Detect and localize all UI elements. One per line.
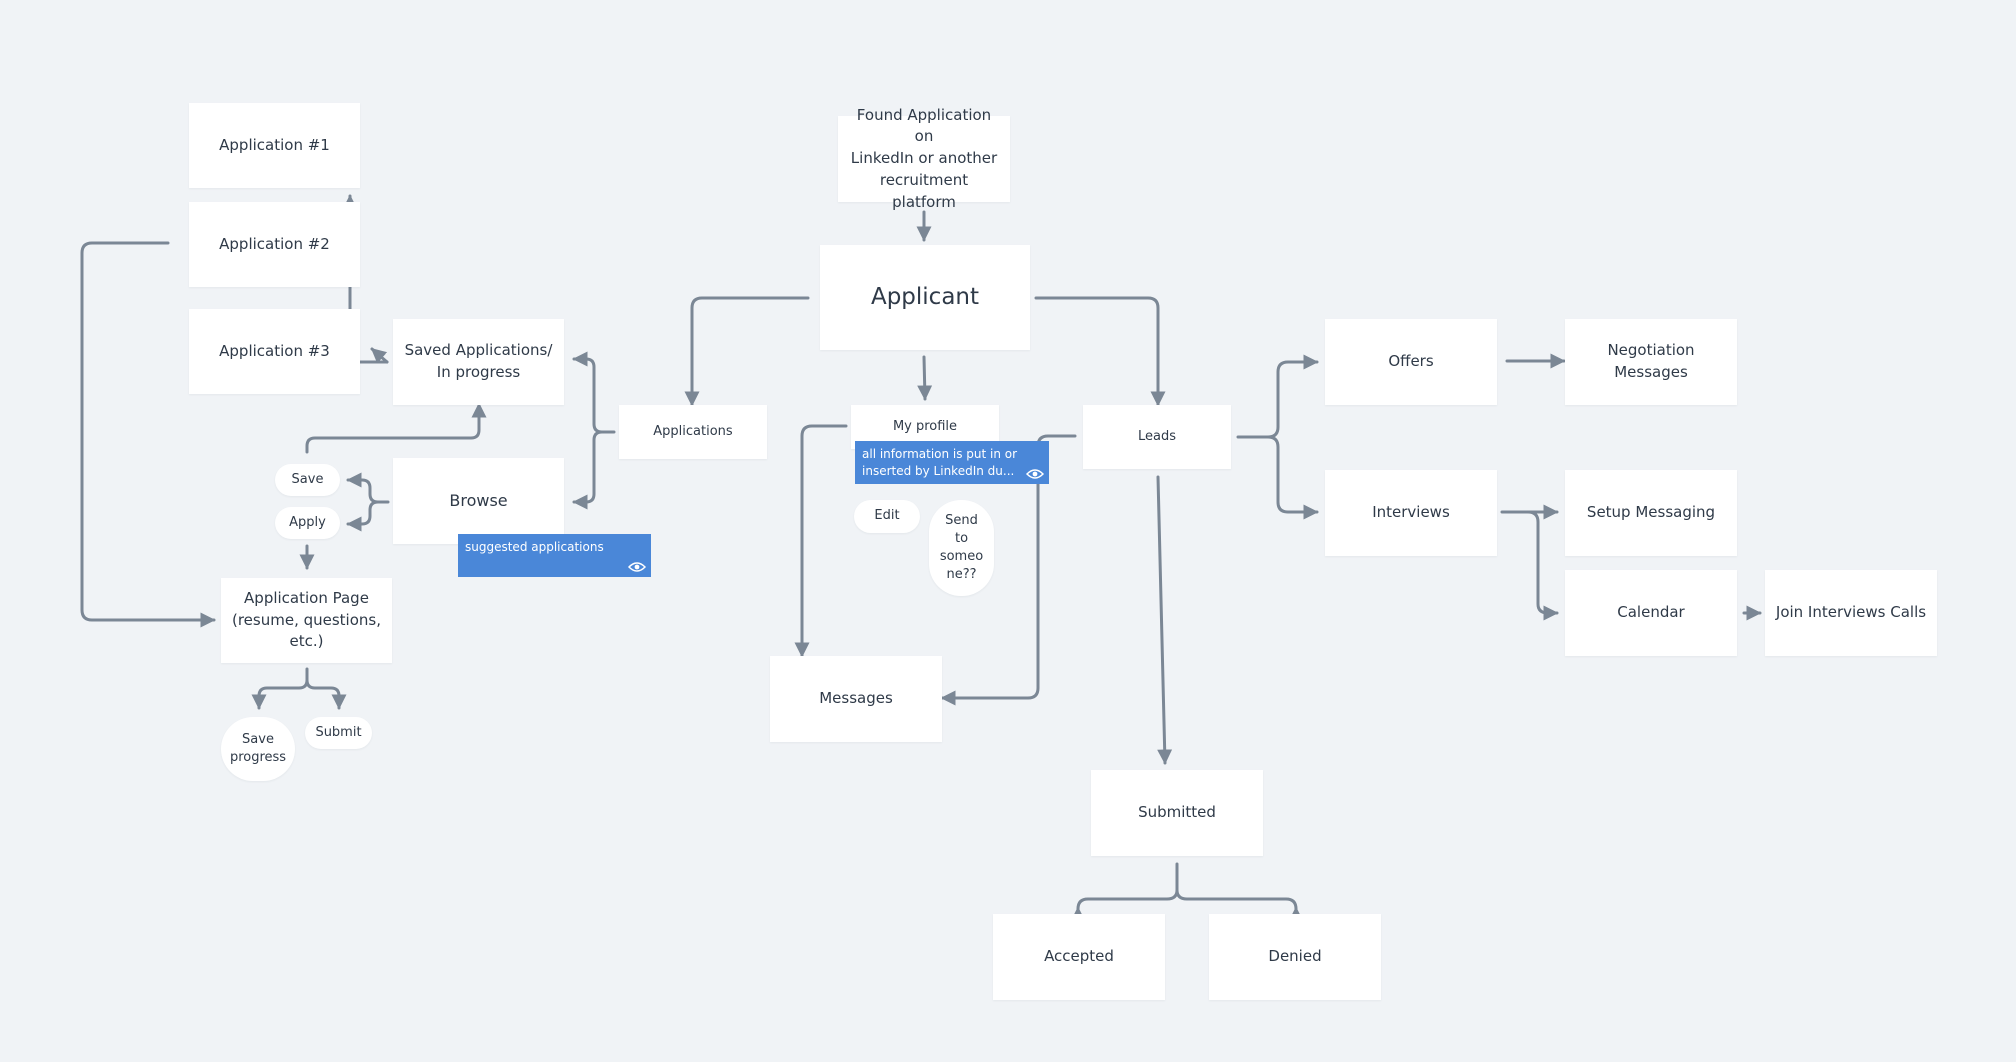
connector-leads-to-submitted — [1156, 475, 1173, 765]
connector-saved-to-app3 — [370, 347, 389, 364]
connector-app2-to-app-page — [80, 241, 216, 628]
connector-browse-to-save — [346, 472, 390, 504]
found-application-card[interactable]: Found Application on LinkedIn or another… — [838, 106, 1010, 211]
application-page-card[interactable]: Application Page (resume, questions, etc… — [221, 578, 392, 663]
denied-card[interactable]: Denied — [1209, 914, 1381, 1000]
connector-applications-to-browse — [572, 430, 604, 510]
profile-info-note[interactable]: all information is put in or inserted by… — [855, 441, 1049, 484]
applications-card[interactable]: Applications — [619, 405, 767, 459]
join-interviews-calls-card[interactable]: Join Interviews Calls — [1765, 570, 1937, 656]
connector-app-page-to-save-progress — [251, 667, 309, 710]
connector-submitted-to-denied — [1175, 888, 1304, 922]
connector-leads-to-offers — [1236, 354, 1319, 439]
leads-card[interactable]: Leads — [1083, 405, 1231, 469]
calendar-card[interactable]: Calendar — [1565, 570, 1737, 656]
negotiation-messages-card[interactable]: Negotiation Messages — [1565, 319, 1737, 405]
application-2-card[interactable]: Application #2 — [189, 202, 360, 287]
applicant-card[interactable]: Applicant — [820, 245, 1030, 350]
connector-applicant-to-applications — [684, 296, 810, 407]
browse-card[interactable]: Browse — [393, 458, 564, 544]
submit-button[interactable]: Submit — [305, 717, 372, 749]
profile-info-note-text: all information is put in or inserted by… — [862, 447, 1018, 478]
setup-messaging-card[interactable]: Setup Messaging — [1565, 470, 1737, 556]
interviews-card[interactable]: Interviews — [1325, 470, 1497, 556]
offers-card[interactable]: Offers — [1325, 319, 1497, 405]
submitted-card[interactable]: Submitted — [1091, 770, 1263, 856]
connector-applicant-to-my-profile — [917, 355, 933, 401]
send-to-someone-button[interactable]: Send to someo ne?? — [929, 500, 994, 596]
edit-button[interactable]: Edit — [854, 500, 920, 533]
application-1-card[interactable]: Application #1 — [189, 103, 360, 188]
save-button[interactable]: Save — [275, 464, 340, 496]
apply-button[interactable]: Apply — [275, 507, 340, 539]
saved-applications-card[interactable]: Saved Applications/ In progress — [393, 319, 564, 405]
connector-applications-to-saved — [572, 351, 616, 434]
connector-browse-to-apply — [346, 500, 380, 532]
eye-icon — [628, 562, 646, 572]
eye-icon — [1026, 469, 1044, 479]
connector-submitted-to-accepted — [1070, 862, 1179, 922]
connector-leads-to-interviews — [1266, 435, 1319, 520]
connector-applicant-to-leads — [1034, 296, 1166, 407]
suggested-applications-note[interactable]: suggested applications — [458, 534, 651, 577]
messages-card[interactable]: Messages — [770, 656, 942, 742]
connector-my-profile-to-messages — [794, 424, 848, 658]
connector-save-to-saved — [305, 402, 487, 454]
application-3-card[interactable]: Application #3 — [189, 309, 360, 394]
connector-interviews-to-calendar — [1526, 510, 1559, 621]
accepted-card[interactable]: Accepted — [993, 914, 1165, 1000]
suggested-applications-note-text: suggested applications — [465, 540, 604, 554]
connector-app-page-to-submit — [305, 678, 347, 710]
save-progress-button[interactable]: Save progress — [221, 717, 295, 781]
connector-leads-to-messages — [940, 434, 1077, 706]
